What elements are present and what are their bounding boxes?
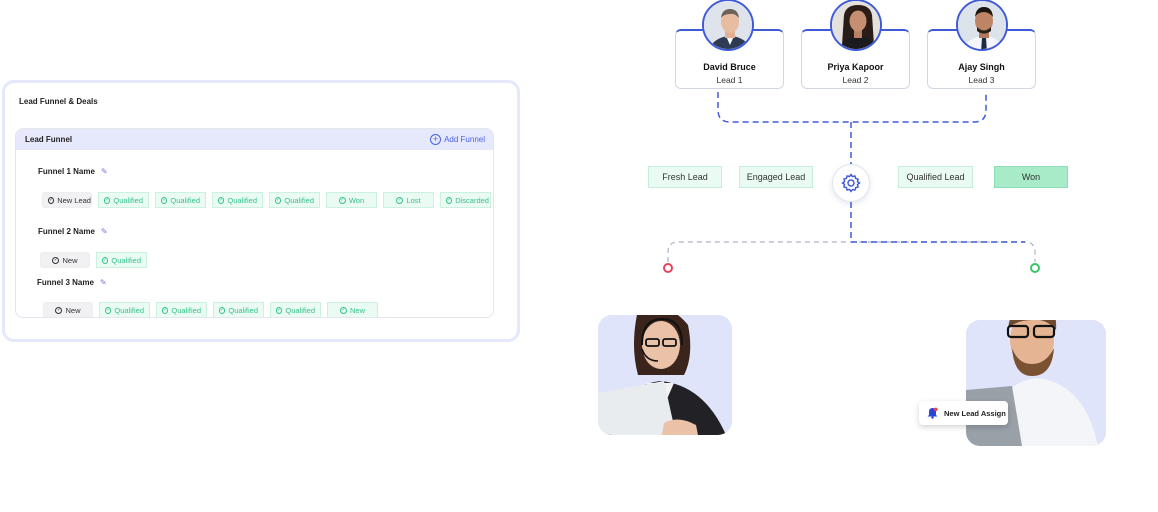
avatar bbox=[956, 0, 1008, 51]
endpoint-dot-red bbox=[663, 263, 673, 273]
check-circle-icon: ✓ bbox=[55, 306, 63, 314]
edit-icon[interactable]: ✎ bbox=[100, 226, 108, 236]
lead-role: Lead 3 bbox=[968, 75, 995, 85]
agent-photo-man bbox=[966, 320, 1106, 446]
stage-chip[interactable]: ✓Discarded bbox=[440, 192, 491, 208]
lead-name: David Bruce bbox=[703, 62, 756, 72]
check-circle-icon: ✓ bbox=[275, 196, 282, 204]
add-funnel-label: Add Funnel bbox=[444, 135, 485, 144]
check-circle-icon: ✓ bbox=[276, 306, 283, 314]
funnel-2-name: Funnel 2 Name bbox=[38, 226, 95, 236]
lead-name: Ajay Singh bbox=[958, 62, 1005, 72]
status-engaged-lead[interactable]: Engaged Lead bbox=[739, 166, 813, 188]
check-circle-icon: ✓ bbox=[161, 196, 168, 204]
funnel-2: Funnel 2 Name ✎ bbox=[38, 225, 108, 237]
edit-icon[interactable]: ✎ bbox=[100, 166, 108, 176]
stage-chip[interactable]: ✓Qualified bbox=[213, 302, 264, 317]
avatar bbox=[830, 0, 882, 51]
check-circle-icon: ✓ bbox=[162, 306, 169, 314]
check-circle-icon: ✓ bbox=[102, 256, 109, 264]
agent-photo-woman bbox=[598, 315, 732, 435]
lead-funnel-panel: Lead Funnel + Add Funnel Funnel 1 Name ✎… bbox=[15, 128, 494, 318]
check-circle-icon: ✓ bbox=[105, 306, 112, 314]
bell-icon bbox=[927, 407, 938, 419]
status-qualified-lead[interactable]: Qualified Lead bbox=[898, 166, 973, 188]
edit-icon[interactable]: ✎ bbox=[99, 277, 107, 287]
check-circle-icon: ✓ bbox=[338, 196, 346, 204]
avatar bbox=[702, 0, 754, 51]
stage-chip[interactable]: ✓Qualified bbox=[212, 192, 263, 208]
lead-role: Lead 1 bbox=[716, 75, 743, 85]
lead-role: Lead 2 bbox=[842, 75, 869, 85]
endpoint-dot-green bbox=[1030, 263, 1040, 273]
check-circle-icon: ✓ bbox=[446, 196, 453, 204]
funnel-1: Funnel 1 Name ✎ bbox=[38, 165, 108, 177]
stage-chip[interactable]: ✓Qualified bbox=[270, 302, 321, 317]
stage-chip[interactable]: ✓New Lead bbox=[42, 192, 92, 208]
stage-chip[interactable]: ✓New bbox=[43, 302, 93, 317]
notification-label: New Lead Assign bbox=[944, 408, 1006, 418]
card-title: Lead Funnel & Deals bbox=[19, 97, 98, 106]
stage-chip[interactable]: ✓Qualified bbox=[269, 192, 320, 208]
check-circle-icon: ✓ bbox=[219, 306, 226, 314]
check-circle-icon: ✓ bbox=[52, 256, 60, 264]
check-circle-icon: ✓ bbox=[48, 196, 55, 204]
stage-chip[interactable]: ✓Lost bbox=[383, 192, 434, 208]
check-circle-icon: ✓ bbox=[218, 196, 225, 204]
stage-chip[interactable]: ✓Qualified bbox=[99, 302, 150, 317]
funnel-panel-title: Lead Funnel bbox=[25, 135, 73, 144]
plus-circle-icon: + bbox=[430, 134, 442, 145]
new-lead-assign-notification[interactable]: New Lead Assign bbox=[919, 401, 1008, 425]
funnel-1-name: Funnel 1 Name bbox=[38, 166, 95, 176]
funnel-3-stages: ✓New ✓Qualified ✓Qualified ✓Qualified ✓Q… bbox=[43, 302, 378, 317]
lead-card-priya[interactable]: Priya Kapoor Lead 2 bbox=[801, 29, 910, 89]
stage-chip[interactable]: ✓New bbox=[327, 302, 378, 317]
stage-chip[interactable]: ✓Qualified bbox=[156, 302, 207, 317]
check-circle-icon: ✓ bbox=[104, 196, 111, 204]
stage-chip[interactable]: ✓Qualified bbox=[155, 192, 206, 208]
funnel-1-stages: ✓New Lead ✓Qualified ✓Qualified ✓Qualifi… bbox=[42, 192, 491, 208]
stage-chip[interactable]: ✓Won bbox=[326, 192, 377, 208]
lead-name: Priya Kapoor bbox=[827, 62, 884, 72]
funnel-panel-header: Lead Funnel + Add Funnel bbox=[16, 129, 493, 150]
status-won[interactable]: Won bbox=[994, 166, 1068, 188]
funnel-2-stages: ✓New ✓Qualified bbox=[40, 252, 147, 268]
gear-icon bbox=[841, 173, 861, 193]
stage-chip[interactable]: ✓New bbox=[40, 252, 90, 268]
add-funnel-button[interactable]: + Add Funnel bbox=[430, 134, 485, 145]
check-circle-icon: ✓ bbox=[396, 196, 404, 204]
stage-chip[interactable]: ✓Qualified bbox=[98, 192, 149, 208]
stage-chip[interactable]: ✓Qualified bbox=[96, 252, 147, 268]
check-circle-icon: ✓ bbox=[339, 306, 347, 314]
lead-funnel-card: Lead Funnel & Deals Lead Funnel + Add Fu… bbox=[2, 80, 520, 342]
settings-gear-button[interactable] bbox=[832, 164, 870, 202]
funnel-3: Funnel 3 Name ✎ bbox=[37, 276, 107, 288]
status-fresh-lead[interactable]: Fresh Lead bbox=[648, 166, 722, 188]
funnel-3-name: Funnel 3 Name bbox=[37, 277, 94, 287]
